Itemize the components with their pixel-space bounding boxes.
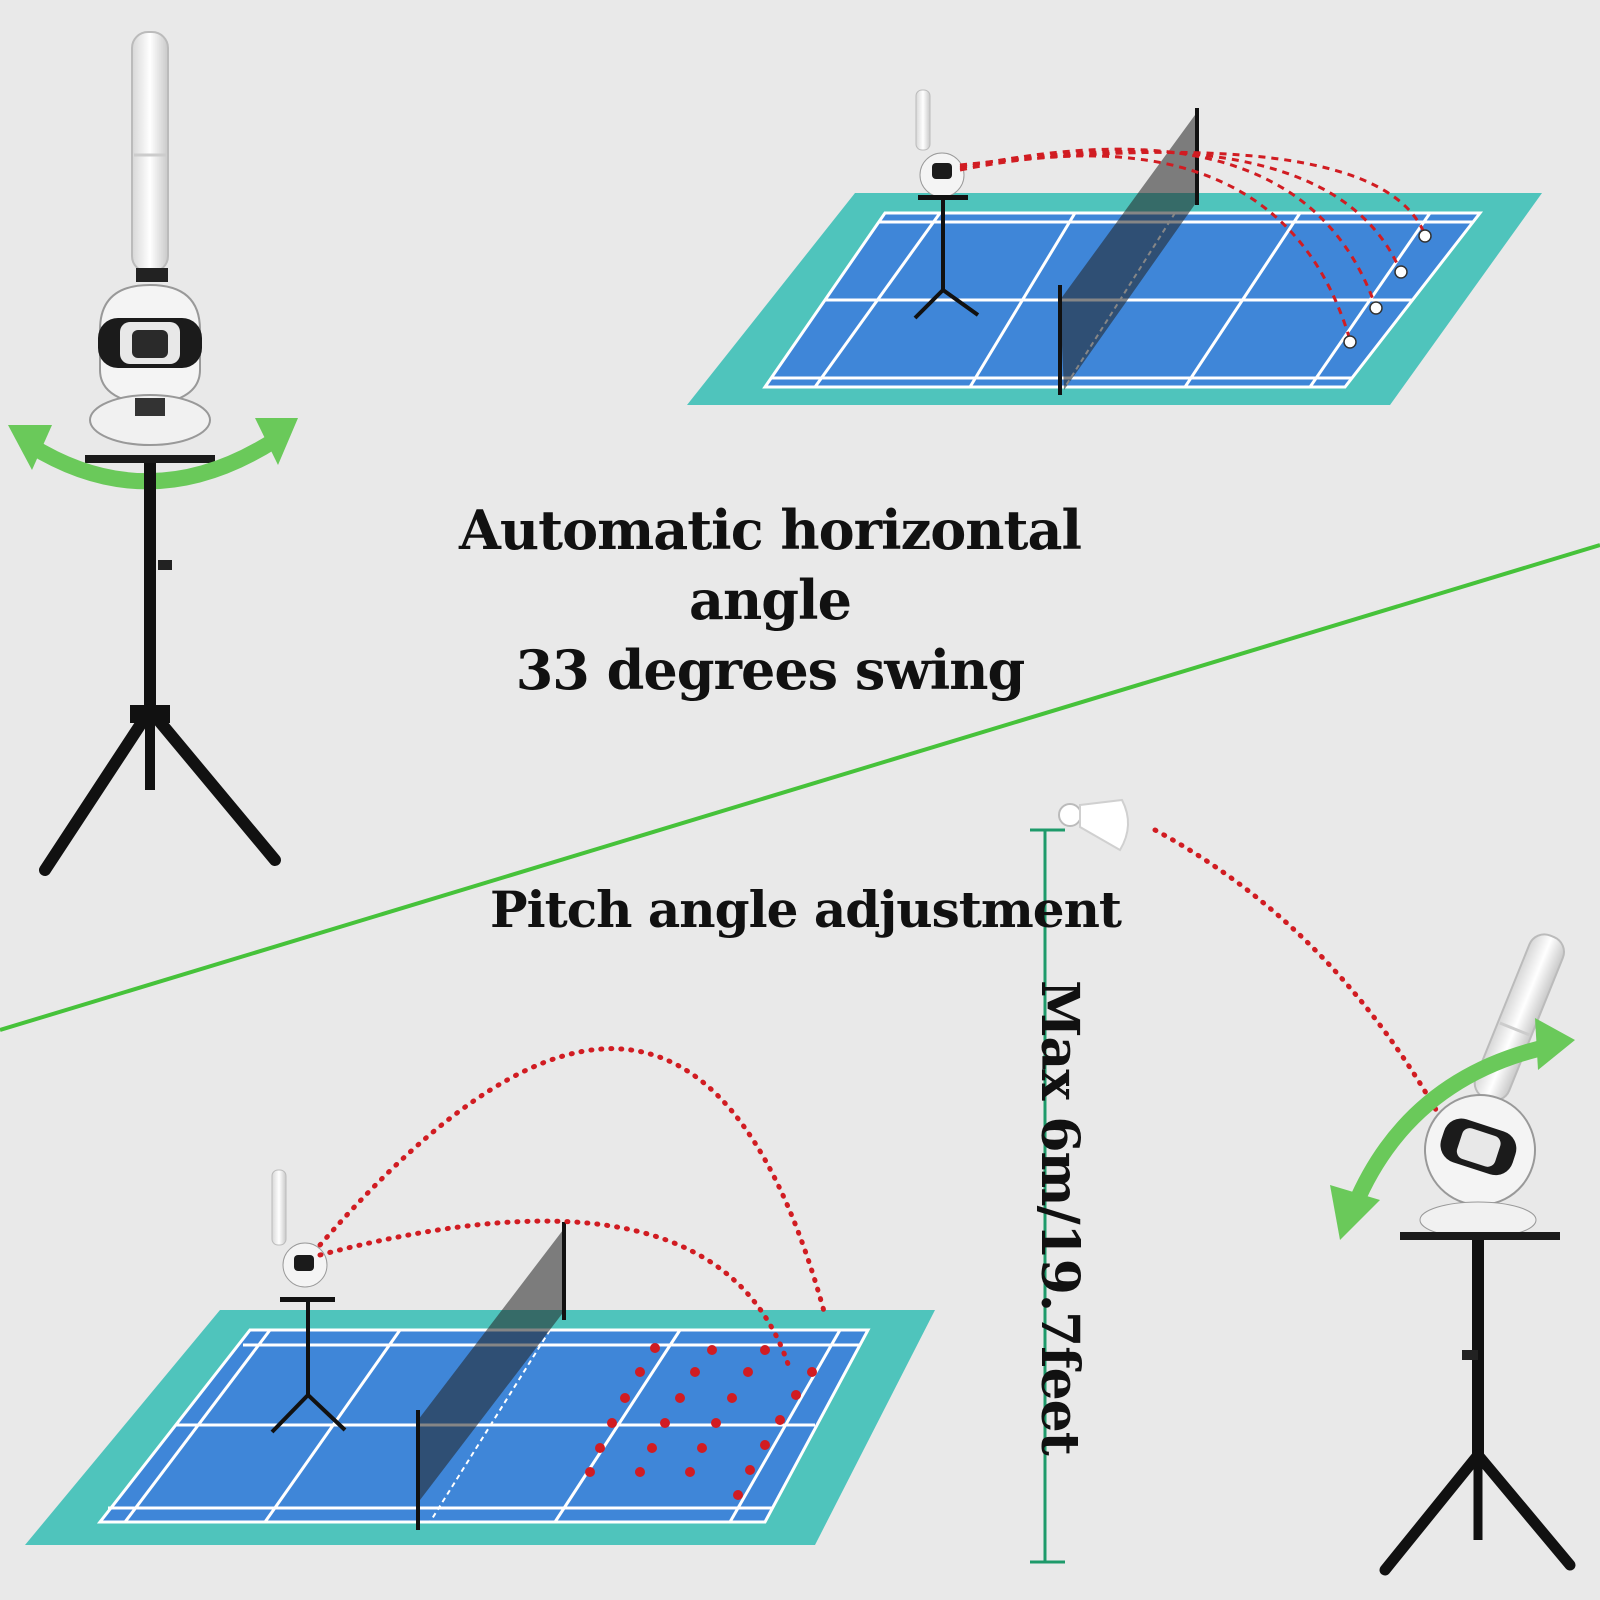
high-trajectory (1152, 827, 1453, 1138)
machine-bottom-right (1330, 933, 1576, 1576)
height-label-text: Max 6m/19.7feet (1029, 980, 1090, 1455)
court-top (687, 89, 1542, 405)
shuttlecock-icon (1058, 798, 1129, 852)
pitch-label: Pitch angle adjustment (490, 880, 1122, 939)
height-label: Max 6m/19.7feet (1029, 980, 1090, 1455)
headline-line1: Automatic horizontal angle (458, 498, 1082, 632)
divider-line (0, 543, 1600, 1032)
machine-top-left (8, 31, 298, 876)
headline-line2: 33 degrees swing (515, 638, 1026, 702)
height-marker (1030, 828, 1065, 1564)
court-bottom (25, 1046, 935, 1545)
headline: Automatic horizontal angle 33 degrees sw… (420, 495, 1120, 705)
